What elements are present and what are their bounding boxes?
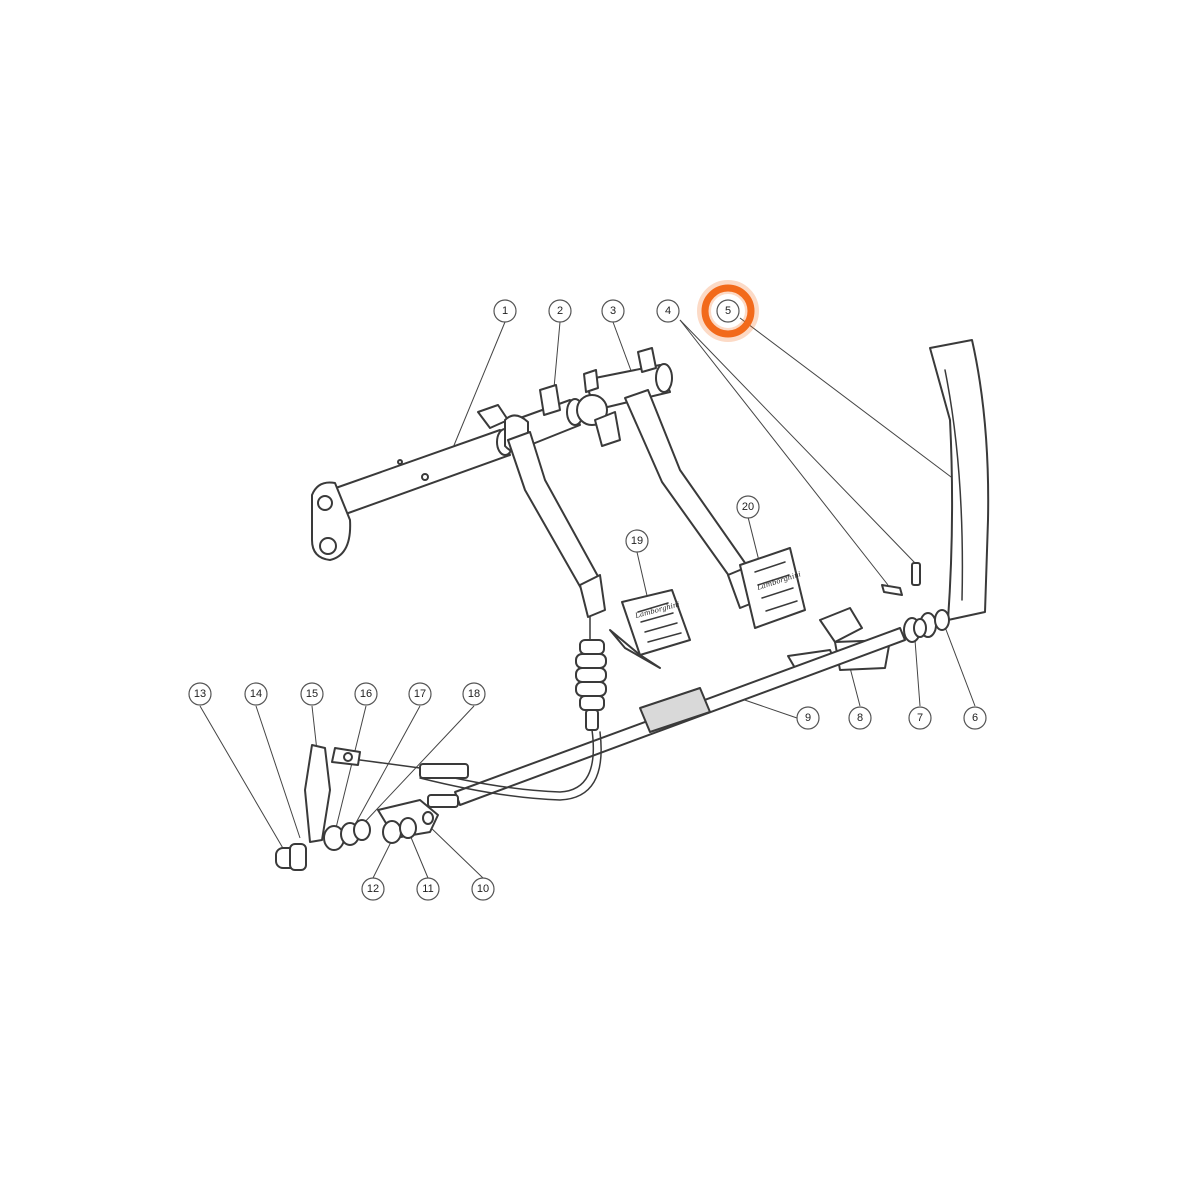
callout-14[interactable]: 14	[244, 682, 268, 706]
svg-text:13: 13	[194, 688, 206, 700]
callout-4[interactable]: 4	[656, 299, 680, 323]
callout-16[interactable]: 16	[354, 682, 378, 706]
clevis-lever	[304, 744, 361, 843]
clutch-pedal-pad: Lamborghini	[739, 547, 806, 629]
svg-text:10: 10	[477, 883, 489, 895]
svg-text:20: 20	[742, 501, 754, 513]
svg-text:14: 14	[250, 688, 262, 700]
pins	[881, 562, 921, 596]
svg-text:6: 6	[972, 712, 978, 724]
callout-5[interactable]: 5	[697, 280, 759, 342]
callout-19[interactable]: 19	[625, 529, 649, 553]
svg-text:17: 17	[414, 688, 426, 700]
svg-text:9: 9	[805, 712, 811, 724]
svg-text:15: 15	[306, 688, 318, 700]
lower-bushings	[275, 819, 371, 871]
svg-text:5: 5	[725, 305, 731, 317]
clutch-bushing	[576, 347, 673, 447]
accelerator-cable	[454, 618, 927, 806]
callout-8[interactable]: 8	[848, 706, 872, 730]
callout-3[interactable]: 3	[601, 299, 625, 323]
svg-text:18: 18	[468, 688, 480, 700]
accelerator-pedal	[929, 339, 990, 621]
svg-text:8: 8	[857, 712, 863, 724]
callout-20[interactable]: 20	[736, 495, 760, 519]
cable-end-bracket	[377, 794, 459, 844]
svg-text:11: 11	[422, 883, 433, 895]
brake-pedal-arm	[507, 431, 606, 618]
highlight-ring	[701, 284, 755, 338]
svg-text:2: 2	[557, 305, 563, 317]
callout-17[interactable]: 17	[408, 682, 432, 706]
svg-text:19: 19	[631, 535, 643, 547]
callout-10[interactable]: 10	[471, 877, 495, 901]
callouts: 1 2 3 4 5 6 7 8 9 10 11 12 13 14 15 16 1…	[188, 280, 987, 901]
brake-pedal-pad: Lamborghini	[609, 589, 691, 669]
svg-text:7: 7	[917, 712, 923, 724]
callout-9[interactable]: 9	[796, 706, 820, 730]
svg-text:1: 1	[502, 305, 508, 317]
callout-13[interactable]: 13	[188, 682, 212, 706]
callout-6[interactable]: 6	[963, 706, 987, 730]
callout-18[interactable]: 18	[462, 682, 486, 706]
svg-text:12: 12	[367, 883, 379, 895]
callout-11[interactable]: 11	[416, 877, 440, 901]
svg-text:4: 4	[665, 305, 671, 317]
callout-15[interactable]: 15	[300, 682, 324, 706]
svg-text:3: 3	[610, 305, 616, 317]
leader-lines	[199, 317, 976, 879]
pedal-shaft	[311, 428, 514, 561]
callout-7[interactable]: 7	[908, 706, 932, 730]
callout-1[interactable]: 1	[493, 299, 517, 323]
svg-text:16: 16	[360, 688, 372, 700]
callout-2[interactable]: 2	[548, 299, 572, 323]
brake-cable	[359, 729, 602, 801]
callout-12[interactable]: 12	[361, 877, 385, 901]
brake-spring-assembly	[575, 616, 607, 731]
